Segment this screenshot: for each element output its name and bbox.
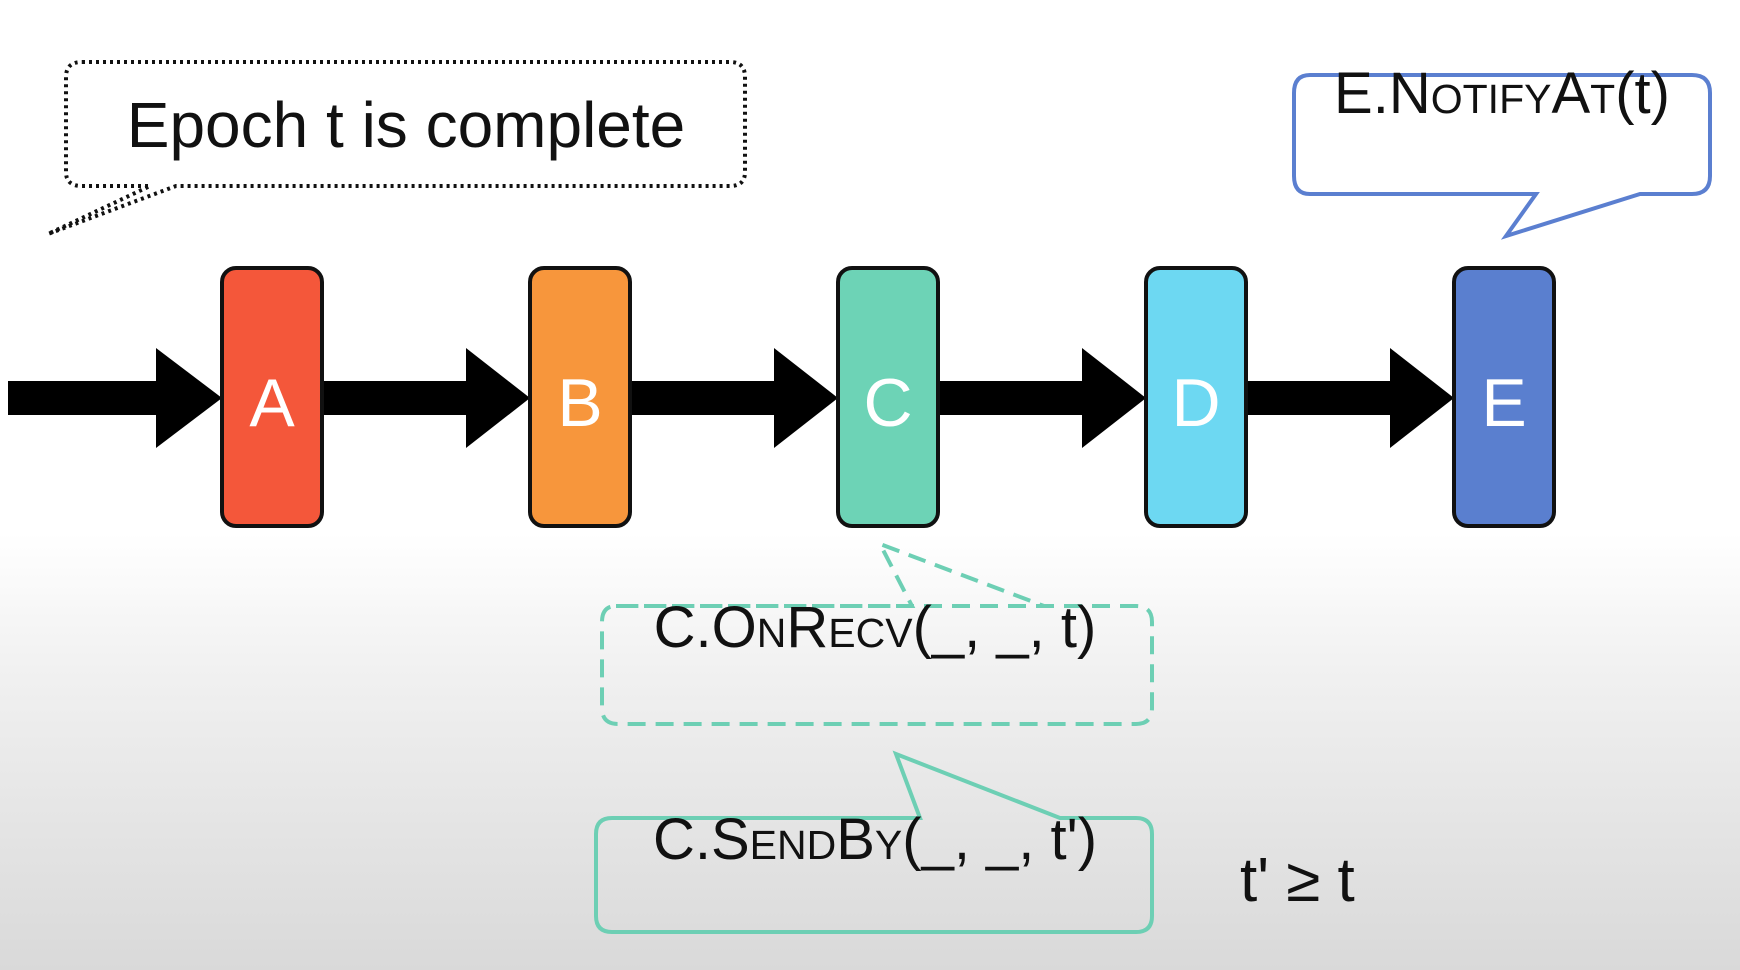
node-c-label: C — [863, 365, 913, 441]
on-recv-method: OnRecv — [711, 595, 913, 660]
notify-at-text: E.NotifyAt(t) — [1294, 61, 1710, 127]
node-a-label: A — [249, 365, 295, 441]
timestamp-relation: t' ≥ t — [1240, 846, 1355, 915]
epoch-callout-bubble — [47, 60, 747, 236]
on-recv-callout-bubble — [600, 540, 1154, 726]
node-c — [836, 266, 940, 528]
notify-at-method: NotifyAt — [1388, 61, 1616, 126]
node-b-label: B — [557, 365, 603, 441]
notify-at-args: (t) — [1615, 61, 1670, 126]
send-by-prefix: C. — [652, 807, 711, 872]
node-a — [220, 266, 324, 528]
on-recv-text: C.OnRecv(_, _, t) — [630, 595, 1120, 661]
notify-at-callout-bubble — [1292, 73, 1712, 240]
send-by-method: SendBy — [710, 807, 903, 872]
send-by-text: C.SendBy(_, _, t') — [630, 807, 1120, 873]
node-d — [1144, 266, 1248, 528]
epoch-complete-text: Epoch t is complete — [126, 89, 686, 161]
node-b — [528, 266, 632, 528]
arrow-b-to-c — [630, 348, 838, 448]
arrows — [8, 348, 1454, 448]
arrow-d-to-e — [1246, 348, 1454, 448]
send-by-callout-bubble — [594, 750, 1154, 934]
arrow-into-a — [8, 348, 222, 448]
node-e-label: E — [1481, 365, 1527, 441]
node-e — [1452, 266, 1556, 528]
notify-at-prefix: E. — [1334, 61, 1389, 126]
on-recv-prefix: C. — [653, 595, 712, 660]
send-by-args: (_, _, t') — [902, 807, 1098, 872]
arrow-c-to-d — [938, 348, 1146, 448]
node-d-label: D — [1171, 365, 1221, 441]
on-recv-args: (_, _, t) — [912, 595, 1097, 660]
arrow-a-to-b — [322, 348, 530, 448]
